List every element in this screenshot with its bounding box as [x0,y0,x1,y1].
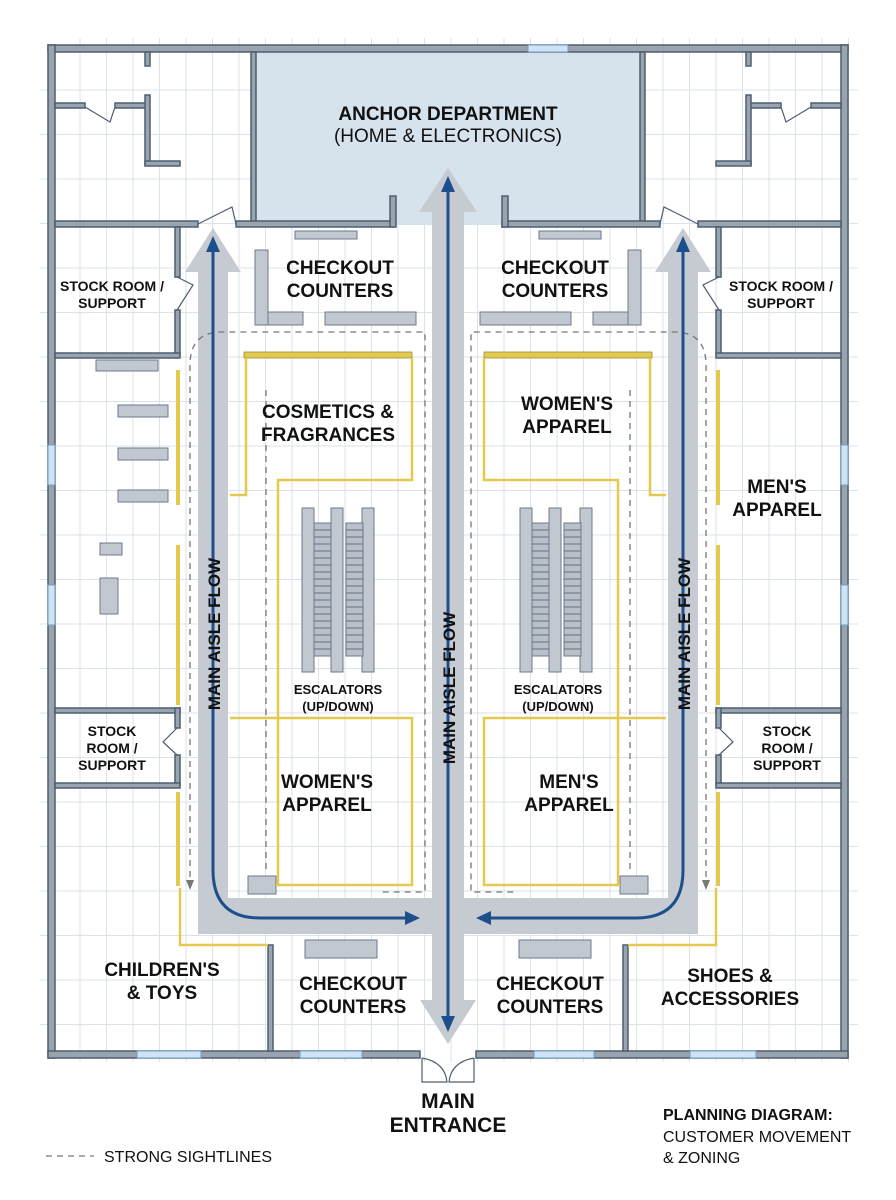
main-entrance-label: MAIN [421,1090,475,1113]
checkout-label: COUNTERS [287,281,394,302]
caption-line: & ZONING [663,1150,740,1167]
caption: PLANNING DIAGRAM: CUSTOMER MOVEMENT & ZO… [663,1107,851,1167]
checkout-label: CHECKOUT [286,258,394,279]
zone-label-mens-apparel: APPAREL [732,500,822,521]
escalator-rail [301,507,315,673]
escalator-rail [330,507,344,673]
zone-label-cosmetics: COSMETICS & [262,402,394,423]
zone-label-childrens: CHILDREN'S [104,960,219,981]
caption-line: CUSTOMER MOVEMENT [663,1129,851,1146]
escalator-rail [579,507,593,673]
escalators [301,507,593,673]
checkout-label: CHECKOUT [496,974,604,995]
zone-label-shoes: SHOES & [687,966,773,987]
escalator-steps [563,522,582,657]
escalator-steps [313,522,332,657]
escalator-rail [519,507,533,673]
zone-label-mens-apparel: MEN'S [539,772,598,793]
zone-label-mens-apparel: APPAREL [524,795,614,816]
stock-room-label: SUPPORT [753,757,821,773]
stock-room-label: SUPPORT [78,757,146,773]
checkout-label: COUNTERS [502,281,609,302]
checkout-label: COUNTERS [497,997,604,1018]
zone-label-womens-apparel: WOMEN'S [281,772,373,793]
escalator-steps [345,522,364,657]
stock-room-label: SUPPORT [747,295,815,311]
zone-label-childrens: & TOYS [127,983,197,1004]
escalator-bank [301,507,375,673]
stock-room-label: STOCK [763,723,812,739]
flow-label-right: MAIN AISLE FLOW [675,557,694,710]
checkout-label: CHECKOUT [299,974,407,995]
zone-label-womens-apparel: APPAREL [522,417,612,438]
stock-room-label: ROOM / [761,740,812,756]
legend: STRONG SIGHTLINES [46,1149,272,1166]
stock-room-label: SUPPORT [78,295,146,311]
stock-room-label: STOCK ROOM / [729,278,833,294]
anchor-subtitle: (HOME & ELECTRONICS) [334,126,562,147]
flow-label-left: MAIN AISLE FLOW [205,557,224,710]
zone-boundaries [176,351,720,947]
zone-labels: ANCHOR DEPARTMENT (HOME & ELECTRONICS) C… [60,104,833,1018]
escalators-label: (UP/DOWN) [302,699,374,714]
sightlines [186,331,710,893]
zone-label-womens-apparel: APPAREL [282,795,372,816]
stock-room-label: ROOM / [86,740,137,756]
escalators-label: (UP/DOWN) [522,699,594,714]
escalators-label: ESCALATORS [514,682,603,697]
checkout-label: CHECKOUT [501,258,609,279]
stock-room-label: STOCK ROOM / [60,278,164,294]
caption-title: PLANNING DIAGRAM: [663,1107,833,1124]
checkout-label: COUNTERS [300,997,407,1018]
stock-room-label: STOCK [88,723,137,739]
zone-label-shoes: ACCESSORIES [661,989,799,1010]
walls [47,44,849,1059]
doors [84,106,812,1083]
legend-label: STRONG SIGHTLINES [104,1149,272,1166]
flow-arrows [206,176,690,1032]
escalator-steps [531,522,550,657]
fixtures [95,230,649,959]
escalator-bank [519,507,593,673]
flow-label-center: MAIN AISLE FLOW [440,611,459,764]
escalator-rail [548,507,562,673]
escalators-label: ESCALATORS [294,682,383,697]
main-entrance-door [421,1057,475,1083]
zone-label-cosmetics: FRAGRANCES [261,425,395,446]
main-entrance-label: ENTRANCE [390,1114,507,1137]
anchor-title: ANCHOR DEPARTMENT [338,104,558,125]
zone-label-womens-apparel: WOMEN'S [521,394,613,415]
escalator-rail [361,507,375,673]
zone-label-mens-apparel: MEN'S [747,477,806,498]
